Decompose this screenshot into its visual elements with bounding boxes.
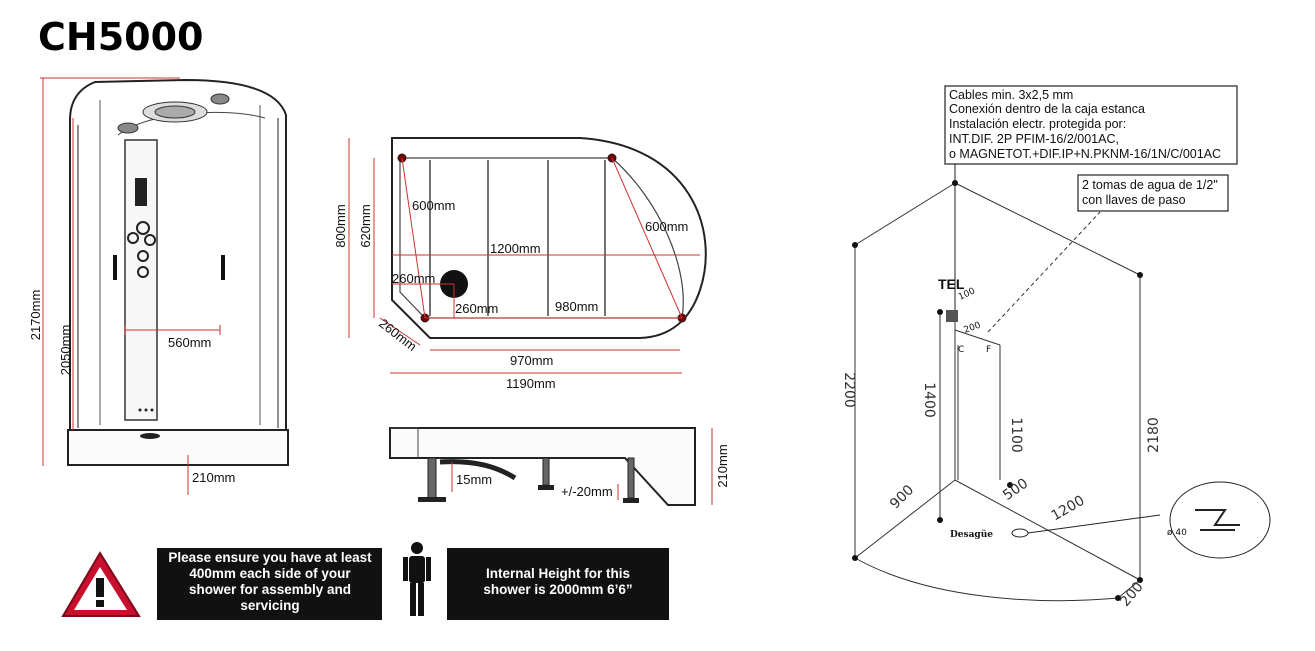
- clearance-warning-line-3: shower for assembly and: [189, 582, 351, 597]
- dim-w-500: 500: [1000, 476, 1031, 504]
- water-note-line-1: 2 tomas de agua de 1/2": [1082, 178, 1218, 192]
- dim-height-enclosure: 2050mm: [58, 325, 73, 376]
- dim-side-right: 600mm: [645, 219, 688, 234]
- clearance-warning-box: [157, 548, 382, 620]
- dim-depth-inner: 620mm: [358, 204, 373, 247]
- dim-door-width: 560mm: [168, 335, 211, 350]
- dim-h-2200: 2200: [841, 372, 857, 408]
- dim-inner-width: 1200mm: [490, 241, 541, 256]
- dim-tray-height: 210mm: [192, 470, 235, 485]
- water-note-box: [1077, 174, 1229, 212]
- dim-side-left: 600mm: [412, 198, 455, 213]
- internal-height-line-2: shower is 2000mm 6’6”: [483, 582, 632, 597]
- dim-w-900: 900: [887, 482, 917, 512]
- plan-view: 800mm 620mm 600mm 600mm 1200mm 260mm 260…: [333, 137, 707, 391]
- electrical-note-line-4: INT.DIF. 2P PFIM-16/2/001AC,: [949, 132, 1119, 146]
- dim-front-inner: 980mm: [555, 299, 598, 314]
- dim-h-2180: 2180: [1146, 417, 1162, 453]
- electrical-note-line-1: Cables min. 3x2,5 mm: [949, 88, 1073, 102]
- electrical-note-box: [944, 85, 1238, 165]
- dim-height-total: 2170mm: [28, 290, 43, 341]
- water-note-line-2: con llaves de paso: [1082, 193, 1186, 207]
- clearance-warning-line-4: servicing: [240, 598, 299, 613]
- tel-label: TEL: [938, 276, 965, 292]
- dim-waste-offset-x: 260mm: [392, 271, 435, 286]
- label-f: F: [986, 345, 991, 355]
- dim-waste-offset-y: 260mm: [455, 301, 498, 316]
- internal-height-line-1: Internal Height for this: [486, 566, 630, 581]
- electrical-note-line-5: o MAGNETOT.+DIF.IP+N.PKNM-16/1N/C/001AC: [949, 147, 1221, 161]
- dim-side-tray-height: 210mm: [715, 444, 730, 487]
- dim-overall-width: 1190mm: [506, 376, 556, 391]
- dim-front-outer: 970mm: [510, 353, 553, 368]
- drain-diameter: ø 40: [1167, 528, 1187, 538]
- internal-height-box: [447, 548, 669, 620]
- electrical-note-line-3: Instalación electr. protegida por:: [949, 117, 1126, 131]
- dim-waste-height: 15mm: [456, 472, 492, 487]
- person-icon: [403, 542, 431, 616]
- dim-h-1100: 1100: [1008, 417, 1024, 453]
- dim-w-1200: 1200: [1049, 493, 1088, 525]
- warning-triangle-icon: [61, 551, 141, 617]
- side-view: 15mm +/-20mm 210mm: [389, 427, 730, 506]
- warning-row: Please ensure you have at least 400mm ea…: [61, 542, 669, 620]
- label-c: C: [958, 345, 964, 355]
- electrical-note-line-2: Conexión dentro de la caja estanca: [949, 102, 1145, 116]
- dim-w-200: 200: [1117, 579, 1146, 610]
- clearance-warning-line-2: 400mm each side of your: [189, 566, 351, 581]
- drain-label: Desagüe: [950, 529, 993, 540]
- clearance-warning-line-1: Please ensure you have at least: [168, 550, 372, 565]
- installation-drawing: Cables min. 3x2,5 mm Conexión dentro de …: [841, 85, 1271, 610]
- dim-depth-outer: 800mm: [333, 204, 348, 247]
- dim-200-top: 200: [963, 320, 983, 335]
- product-title: CH5000: [38, 15, 203, 59]
- dim-leg-adjust: +/-20mm: [561, 484, 613, 499]
- dim-h-1400: 1400: [921, 382, 937, 418]
- front-view: 2170mm 2050mm 560mm 210mm: [28, 77, 289, 495]
